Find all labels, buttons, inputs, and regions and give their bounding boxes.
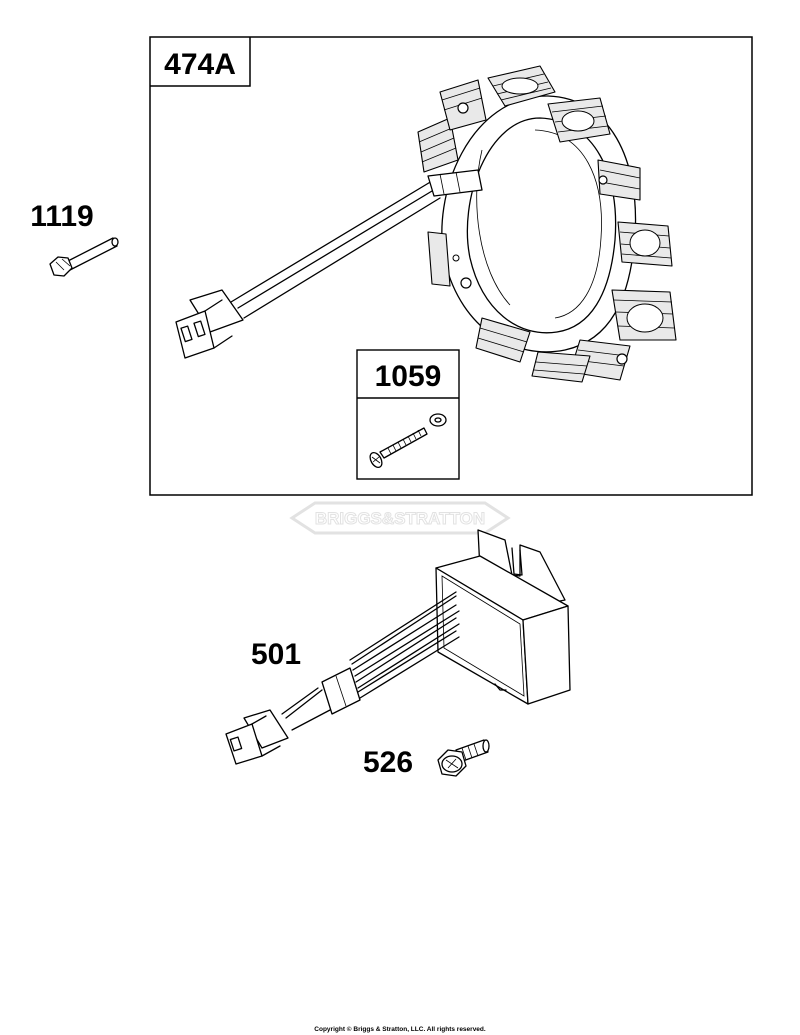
stator-wire-harness (175, 180, 441, 359)
screw-1059 (369, 413, 447, 469)
stator-mounting-holes (452, 102, 628, 365)
callout-1119[interactable]: 1119 (30, 200, 93, 233)
screw-526 (437, 739, 490, 777)
copyright-footer: Copyright © Briggs & Stratton, LLC. All … (314, 1025, 486, 1033)
stator-windings (417, 65, 677, 383)
bolt-1119 (49, 237, 119, 277)
callout-526[interactable]: 526 (363, 746, 413, 779)
stator-group-box: 474A (149, 36, 753, 496)
callout-501[interactable]: 501 (251, 638, 301, 671)
regulator-501 (225, 529, 571, 765)
stator-ring (417, 65, 677, 383)
watermark-text: BRIGGS&STRATTON (315, 509, 485, 528)
callout-474A[interactable]: 474A (164, 48, 236, 81)
callout-1059[interactable]: 1059 (375, 360, 442, 393)
brand-watermark: BRIGGS&STRATTON (289, 501, 511, 535)
